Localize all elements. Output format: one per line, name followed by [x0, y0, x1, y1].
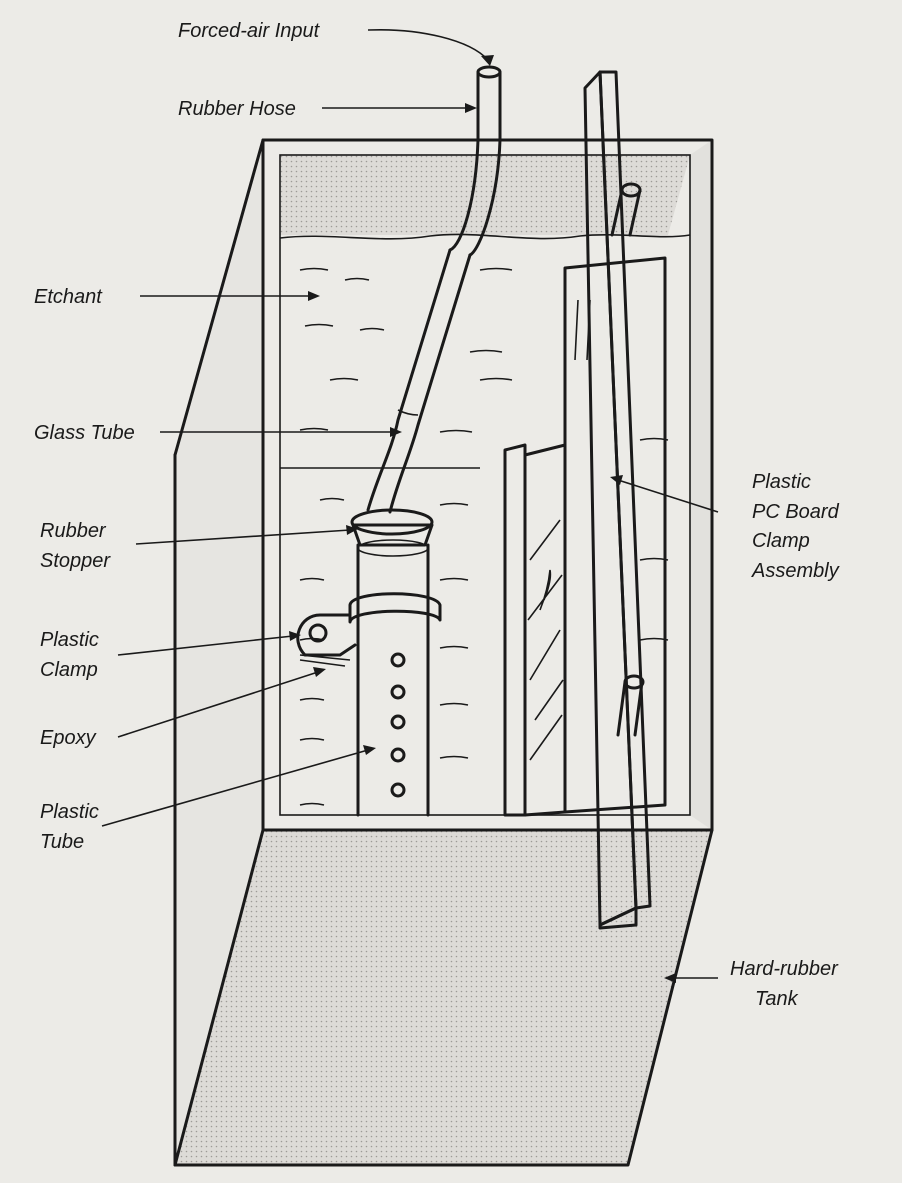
label-plastic-clamp-line2: Clamp — [40, 659, 98, 681]
tank-left-back-edge — [173, 138, 265, 457]
pc-board-clamp-assembly — [574, 70, 652, 930]
clamp-bar-bottom — [598, 906, 638, 930]
rubber-hose — [448, 70, 502, 257]
label-pc-board-clamp-line3: Clamp — [752, 530, 810, 552]
clamp-strap — [348, 592, 442, 624]
tube-hole-3 — [390, 714, 406, 730]
labels: Forced-air Input Rubber Hose Etchant Gla… — [34, 20, 840, 1010]
leader-epoxy — [117, 671, 319, 738]
leader-forced-air — [367, 28, 489, 61]
clamp-pin-upper — [610, 182, 642, 237]
label-rubber-stopper-line2: Stopper — [40, 550, 111, 572]
label-epoxy: Epoxy — [40, 727, 97, 749]
label-pc-board-clamp-line1: Plastic — [752, 471, 811, 493]
tank-rim-outline — [261, 138, 714, 832]
clamp-bar-side — [598, 70, 652, 910]
leader-lines — [101, 28, 719, 983]
label-etchant: Etchant — [34, 286, 103, 308]
label-rubber-stopper-line1: Rubber — [40, 520, 107, 542]
glass-tube — [366, 248, 472, 514]
etchant-surface — [279, 233, 691, 240]
pc-board-traces — [527, 519, 564, 761]
air-tube — [366, 65, 502, 514]
pc-board-back — [563, 256, 667, 814]
epoxy-layers — [299, 654, 351, 667]
plastic-tube-body — [356, 543, 430, 817]
clamp-pin-inner-upper — [574, 299, 591, 361]
tank-rim-top — [263, 140, 712, 155]
plastic-clamp — [296, 592, 442, 667]
tank-inner-right-wall — [690, 140, 712, 830]
leader-pc-board-clamp — [617, 479, 719, 513]
tank-front-face — [175, 830, 712, 1165]
tube-hole-1 — [390, 652, 406, 668]
pc-boards — [503, 256, 667, 817]
hard-rubber-tank — [173, 138, 714, 1167]
tank-inner-outline — [279, 154, 691, 816]
hose-glass-joint — [397, 409, 419, 416]
tube-hole-2 — [390, 684, 406, 700]
label-glass-tube: Glass Tube — [34, 422, 135, 444]
leader-plastic-clamp — [117, 635, 294, 656]
tube-hole-4 — [390, 747, 406, 763]
leader-plastic-tube — [101, 749, 369, 827]
tube-hole-5 — [390, 782, 406, 798]
hose-top-opening — [476, 65, 502, 79]
label-plastic-tube-line2: Tube — [40, 831, 84, 853]
label-hard-rubber-tank-line2: Tank — [755, 988, 799, 1010]
plastic-tube-top-ring — [357, 539, 429, 557]
clamp-hole — [308, 623, 328, 643]
label-forced-air-input: Forced-air Input — [178, 20, 321, 42]
label-plastic-clamp-line1: Plastic — [40, 629, 99, 651]
label-pc-board-clamp-line4: Assembly — [751, 560, 840, 582]
label-plastic-tube-line1: Plastic — [40, 801, 99, 823]
leader-rubber-stopper — [135, 529, 351, 545]
label-hard-rubber-tank-line1: Hard-rubber — [730, 958, 839, 980]
label-pc-board-clamp-line2: PC Board — [752, 501, 840, 523]
pc-board-front — [503, 443, 527, 817]
stopper-top — [350, 508, 434, 536]
plastic-tube — [356, 539, 430, 817]
label-rubber-hose: Rubber Hose — [178, 98, 296, 120]
clamp-pin-lower — [616, 674, 645, 737]
